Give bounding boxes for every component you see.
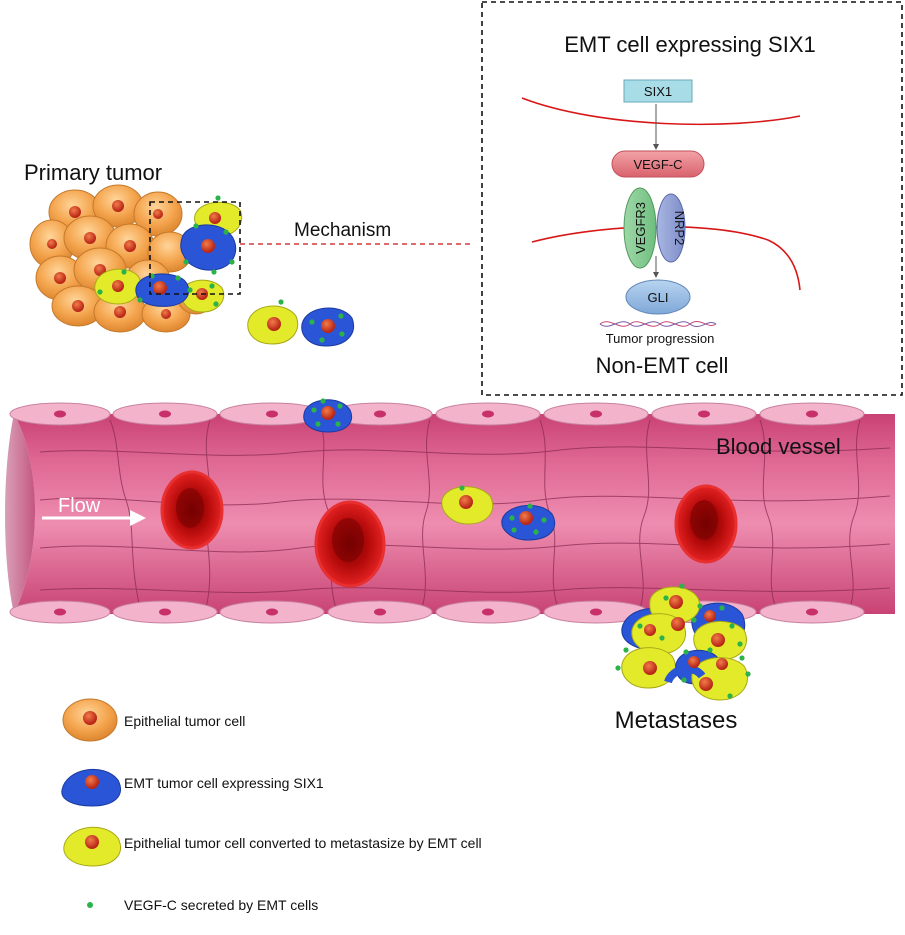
vegfc-label: VEGF-C: [633, 157, 682, 172]
arrowhead-receptor-gli: [653, 272, 659, 278]
inset-title: EMT cell expressing SIX1: [564, 32, 815, 57]
legend-epithelial-cell-icon: [62, 698, 118, 742]
legend-vegfc-label: VEGF-C secreted by EMT cells: [124, 897, 318, 913]
non-emt-cell-label: Non-EMT cell: [596, 353, 729, 378]
inset-border: [481, 1, 903, 396]
blood-vessel-label: Blood vessel: [716, 434, 841, 459]
mechanism-label: Mechanism: [294, 220, 391, 241]
vessel-opening: [5, 414, 36, 614]
converted-cells-group: [94, 201, 243, 313]
emt-cells-group: [135, 224, 237, 307]
legend-emt-label: EMT tumor cell expressing SIX1: [124, 775, 324, 791]
arrowhead-six1-vegfc: [653, 144, 659, 150]
legend-converted-cell-icon: [63, 826, 121, 867]
tumor-progression-label: Tumor progression: [606, 331, 715, 346]
red-blood-cell-2: [314, 500, 386, 588]
primary-tumor-label: Primary tumor: [24, 160, 162, 185]
circulating-emt-cell: [501, 503, 556, 541]
six1-box: [623, 79, 693, 103]
endothelial-cells-top: [9, 402, 865, 426]
mechanism-inset: EMT cell expressing SIX1 SIX1 VEGF-C VEG…: [481, 1, 903, 396]
nrp2-label: NRP2: [672, 211, 687, 246]
nrp2-receptor: [656, 193, 686, 263]
legend-emt-cell-icon: [61, 768, 121, 807]
legend-converted-label: Epithelial tumor cell converted to metas…: [124, 835, 482, 851]
vegfc-protein: [611, 150, 705, 178]
metastases-label: Metastases: [615, 707, 738, 734]
red-blood-cell-3: [674, 484, 738, 564]
vegfr3-label: VEGFR3: [633, 202, 648, 254]
six1-label: SIX1: [644, 84, 672, 99]
circulating-converted-cell: [441, 485, 494, 525]
dna-helix-icon: [599, 320, 717, 328]
cell-membrane-bottom: [531, 225, 801, 291]
flow-arrow-icon: [42, 510, 146, 526]
mechanism-focus-box: [149, 201, 241, 295]
legend: Epithelial tumor cell EMT tumor cell exp…: [61, 698, 482, 913]
primary-tumor-cluster: [29, 184, 243, 333]
circulating-emt-cell-top: [303, 398, 352, 433]
gli-protein: [625, 279, 691, 315]
metastases-cluster: [615, 583, 751, 701]
gli-label: GLI: [648, 290, 669, 305]
red-blood-cell-1: [160, 470, 224, 550]
legend-epithelial-label: Epithelial tumor cell: [124, 713, 245, 729]
blood-vessel: Flow Blood vessel: [5, 398, 895, 624]
escaping-cells: [247, 299, 354, 347]
vegfr3-receptor: [623, 187, 657, 269]
epithelial-nuclei-group: [47, 200, 171, 319]
flow-label: Flow: [58, 495, 101, 517]
cell-membrane-top: [521, 97, 801, 126]
legend-vegfc-dot-icon: [87, 902, 93, 908]
